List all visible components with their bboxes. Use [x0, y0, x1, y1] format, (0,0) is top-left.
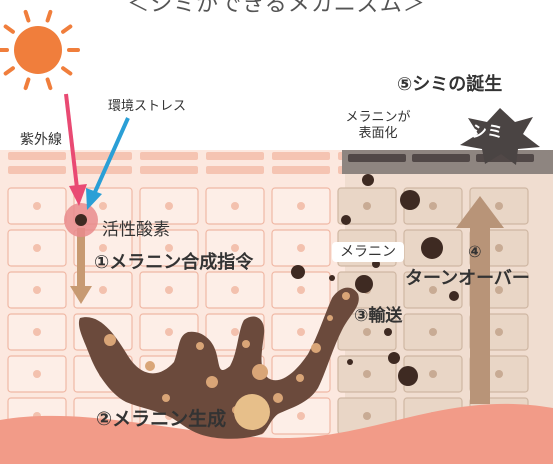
cell-nucleus: [297, 412, 305, 420]
cell-nucleus: [495, 286, 503, 294]
cell-nucleus: [297, 244, 305, 252]
surface-cell: [206, 166, 264, 174]
shimi-label: シミ: [471, 122, 504, 141]
cell-nucleus: [363, 412, 371, 420]
cell-nucleus: [495, 328, 503, 336]
cell-nucleus: [363, 202, 371, 210]
cell-nucleus: [297, 286, 305, 294]
cell-nucleus: [495, 244, 503, 252]
surface-cell: [140, 166, 198, 174]
turnover-arrow: [456, 196, 504, 404]
step4-label: ターンオーバー: [405, 268, 530, 289]
cell-nucleus: [99, 244, 107, 252]
sun-ray: [3, 66, 15, 76]
surface-cell: [74, 152, 132, 160]
active-oxygen-label: 活性酸素: [102, 220, 170, 240]
surface-cell: [272, 152, 330, 160]
cell-nucleus: [429, 202, 437, 210]
surface-cell: [272, 166, 330, 174]
surface-cell: [8, 152, 66, 160]
cell-nucleus: [33, 244, 41, 252]
step5-label: ⑤シミの誕生: [397, 74, 503, 95]
stress-label: 環境ストレス: [108, 99, 187, 114]
cell-nucleus: [231, 202, 239, 210]
diagram-title: ＜シミができるメカニズム＞: [127, 0, 426, 17]
sun-ray: [45, 77, 53, 91]
step1-label: ①メラニン合成指令: [94, 252, 254, 273]
surface-cell: [140, 152, 198, 160]
active-oxygen-core: [75, 214, 87, 226]
sun-ray: [45, 9, 53, 23]
melanin-surface-label: メラニンが 表面化: [333, 110, 423, 142]
uv-arrow: [64, 93, 87, 206]
melanin-surface-line1: メラニンが: [345, 110, 411, 125]
surface-dark-bars: [348, 154, 534, 162]
sun-ray: [61, 24, 73, 34]
step4-number: ④: [468, 242, 482, 261]
cell-nucleus: [495, 202, 503, 210]
surface-cell: [8, 166, 66, 174]
shimi-burst: [460, 108, 540, 165]
down-arrow: [70, 228, 92, 304]
sun-ray: [23, 77, 31, 91]
surface-cell: [206, 152, 264, 160]
sun-ray: [3, 24, 15, 34]
cell-nucleus: [99, 202, 107, 210]
melanin-surface-line2: 表面化: [358, 126, 398, 141]
cell-nucleus: [429, 370, 437, 378]
uv-label: 紫外線: [20, 132, 62, 148]
cell-nucleus: [165, 286, 173, 294]
stress-arrow: [86, 117, 130, 210]
cell-nucleus: [495, 370, 503, 378]
sun-ray: [61, 66, 73, 76]
cell-nucleus: [231, 286, 239, 294]
cell-nucleus: [231, 244, 239, 252]
cell-nucleus: [363, 328, 371, 336]
step2-label: ②メラニン生成: [96, 408, 227, 430]
cell-nucleus: [297, 328, 305, 336]
cell-nucleus: [33, 328, 41, 336]
step3-label: ③輸送: [354, 306, 403, 326]
cell-nucleus: [33, 202, 41, 210]
dermis: [0, 403, 553, 464]
melanocyte: [78, 287, 359, 439]
cell-nucleus: [99, 286, 107, 294]
cell-nucleus: [165, 244, 173, 252]
cell-nucleus: [297, 202, 305, 210]
melanin-label: メラニン: [332, 242, 404, 262]
cell-nucleus: [165, 202, 173, 210]
sun-ray: [23, 9, 31, 23]
sun-icon: [0, 9, 80, 91]
cell-nucleus: [99, 412, 107, 420]
cell-nucleus: [165, 328, 173, 336]
cell-nucleus: [429, 328, 437, 336]
cell-nucleus: [33, 370, 41, 378]
cell-nucleus: [231, 328, 239, 336]
cell-nucleus: [33, 286, 41, 294]
melanocyte-nucleus: [234, 394, 270, 430]
cell-nucleus: [429, 286, 437, 294]
cell-nucleus: [363, 370, 371, 378]
